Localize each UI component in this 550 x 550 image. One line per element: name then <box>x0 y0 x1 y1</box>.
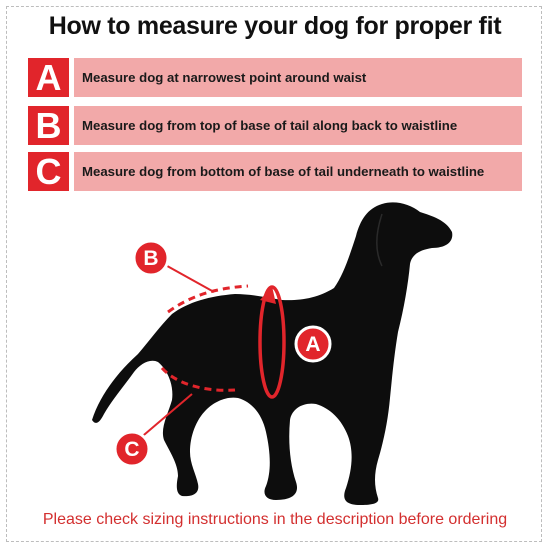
measurement-row-b: B Measure dog from top of base of tail a… <box>28 106 522 145</box>
label-a-badge: A <box>294 325 332 363</box>
label-b-badge: B <box>132 239 170 277</box>
label-c-text: C <box>124 438 139 461</box>
label-a-text: A <box>305 333 320 356</box>
measurement-row-c: C Measure dog from bottom of base of tai… <box>28 152 522 191</box>
measurement-text-c: Measure dog from bottom of base of tail … <box>74 152 522 191</box>
underside-measure-line <box>160 366 236 392</box>
footer-note: Please check sizing instructions in the … <box>42 511 508 528</box>
measurement-text-b: Measure dog from top of base of tail alo… <box>74 106 522 145</box>
measurement-letter-a: A <box>28 58 69 97</box>
page-frame <box>6 6 542 542</box>
waist-loop-arrow <box>260 286 276 304</box>
label-c-badge: C <box>113 430 151 468</box>
dog-ear <box>376 213 383 267</box>
page-title: How to measure your dog for proper fit <box>48 12 502 40</box>
label-b-text: B <box>143 247 158 270</box>
label-b-leader <box>159 261 215 293</box>
dog-silhouette <box>92 202 453 505</box>
measurement-text-a: Measure dog at narrowest point around wa… <box>74 58 522 97</box>
measurement-letter-b: B <box>28 106 69 145</box>
label-c-leader <box>137 393 193 441</box>
measurement-letter-c: C <box>28 152 69 191</box>
measurement-row-a: A Measure dog at narrowest point around … <box>28 58 522 97</box>
back-measure-line <box>167 284 249 314</box>
